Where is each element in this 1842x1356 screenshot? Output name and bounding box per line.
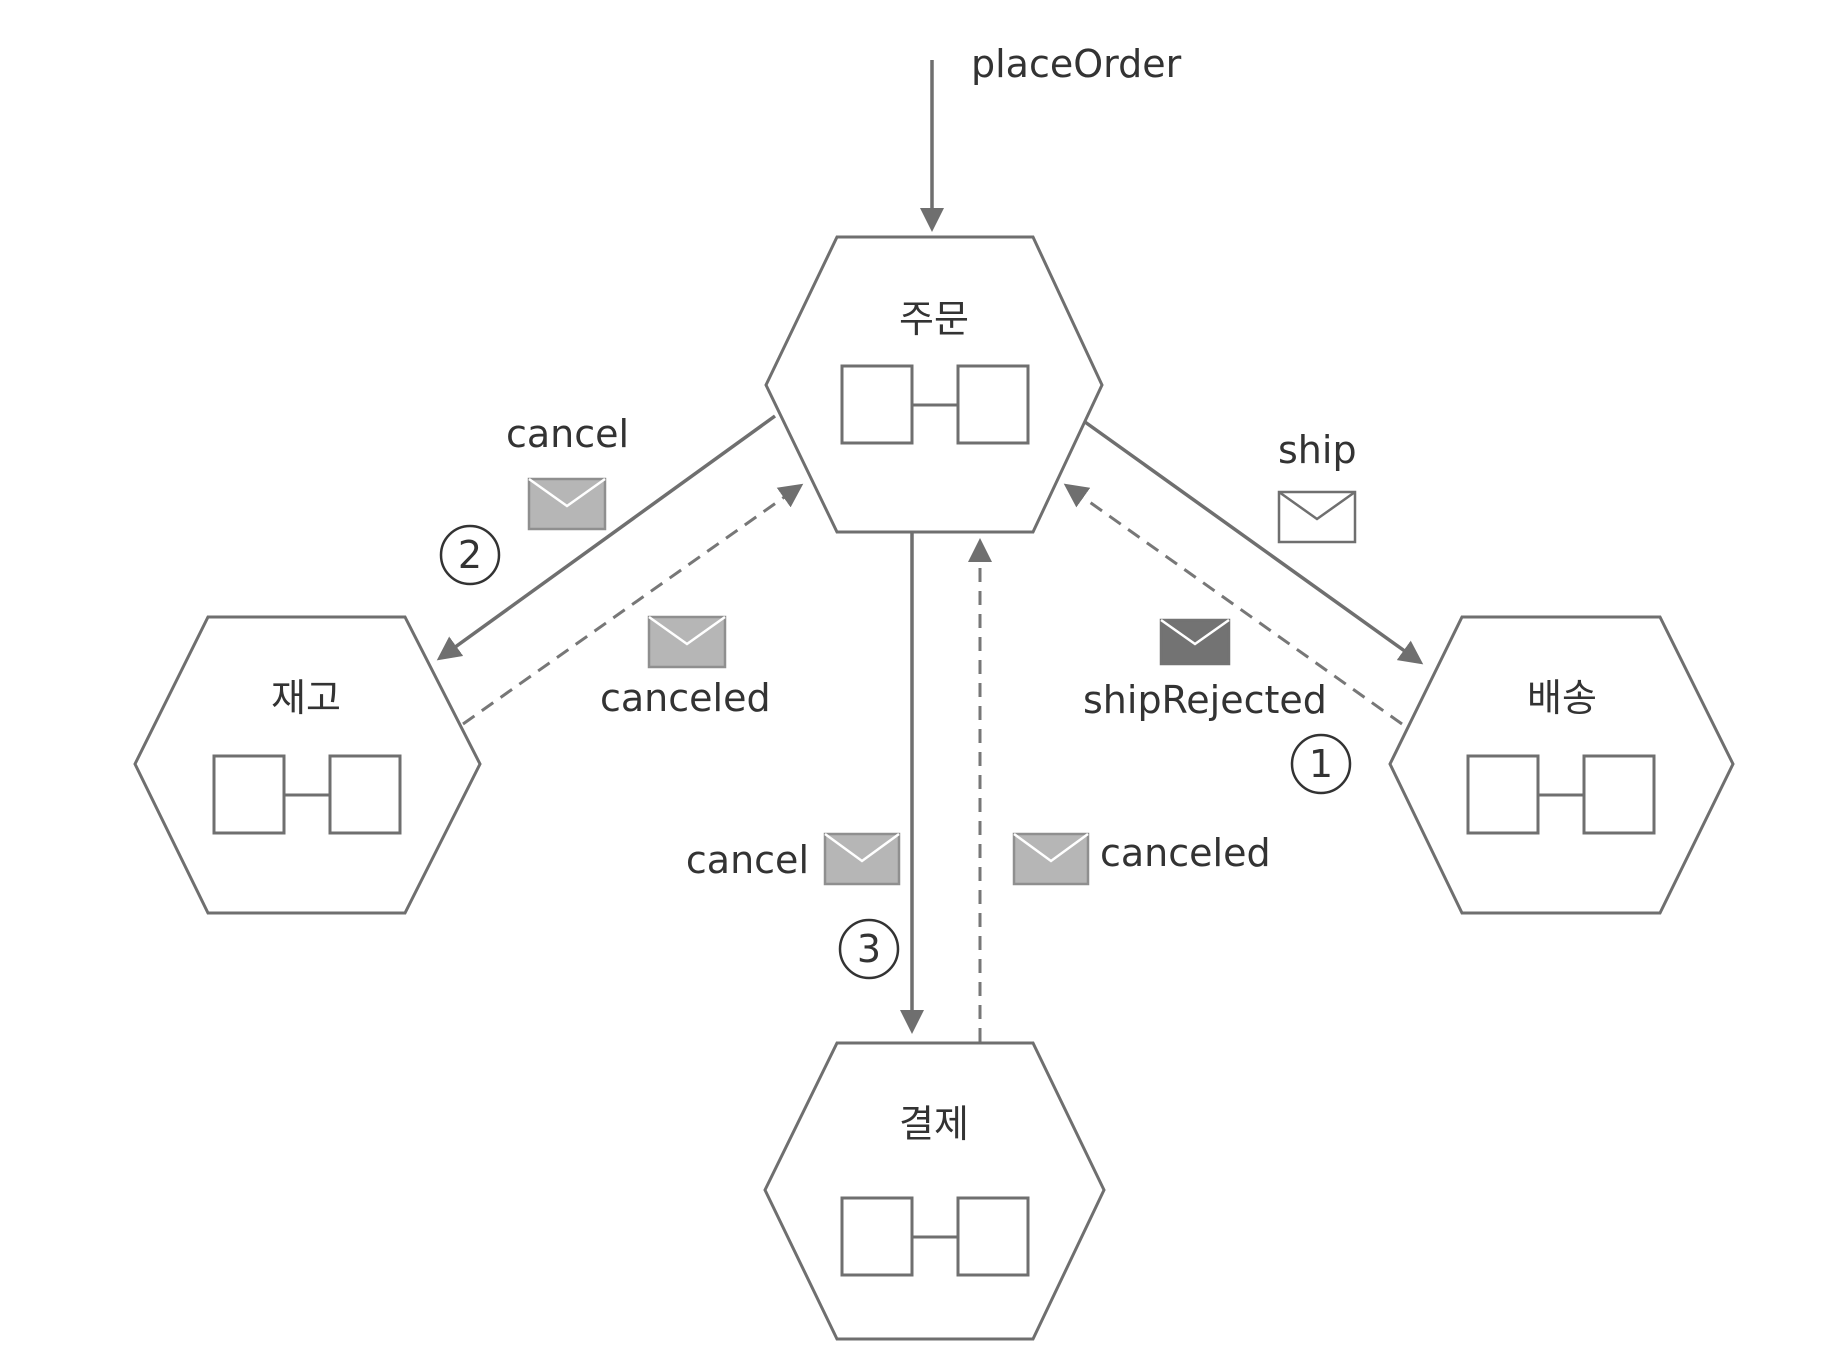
component-pair-icon [840,364,1030,445]
envelope-icon [1012,832,1090,886]
step-3-marker: 3 [838,918,900,980]
order-node-label: 주문 [899,297,969,341]
cancel-label-payment: cancel [686,838,809,882]
payment-node-label: 결제 [899,1102,969,1146]
cancel-label-inventory: cancel [506,412,629,456]
step-2-marker: 2 [439,524,501,586]
payment-service-node: 결제 [763,1041,1106,1341]
envelope-icon [527,477,607,531]
shipping-service-node: 배송 [1388,615,1735,915]
inventory-node-label: 재고 [271,676,341,720]
component-pair-icon [212,754,402,835]
envelope-icon [1277,490,1357,544]
envelope-icon [823,832,901,886]
step-1-number: 1 [1309,742,1333,786]
envelope-icon [647,615,727,669]
step-3-number: 3 [857,927,881,971]
order-service-node: 주문 [764,235,1104,534]
inventory-service-node: 재고 [133,615,482,915]
step-1-marker: 1 [1290,733,1352,795]
ship-to-shipping-arrow [1083,420,1424,665]
canceled-label-inventory: canceled [600,676,771,720]
component-pair-icon [840,1196,1030,1277]
canceled-label-payment: canceled [1100,831,1271,875]
shipping-node-label: 배송 [1527,676,1597,720]
component-pair-icon [1466,754,1656,835]
place-order-label: placeOrder [971,42,1182,86]
cancel-to-inventory-arrow [436,414,777,661]
ship-label: ship [1278,428,1357,472]
envelope-icon [1159,618,1231,666]
ship-rejected-label: shipRejected [1083,678,1327,722]
step-2-number: 2 [458,533,482,577]
